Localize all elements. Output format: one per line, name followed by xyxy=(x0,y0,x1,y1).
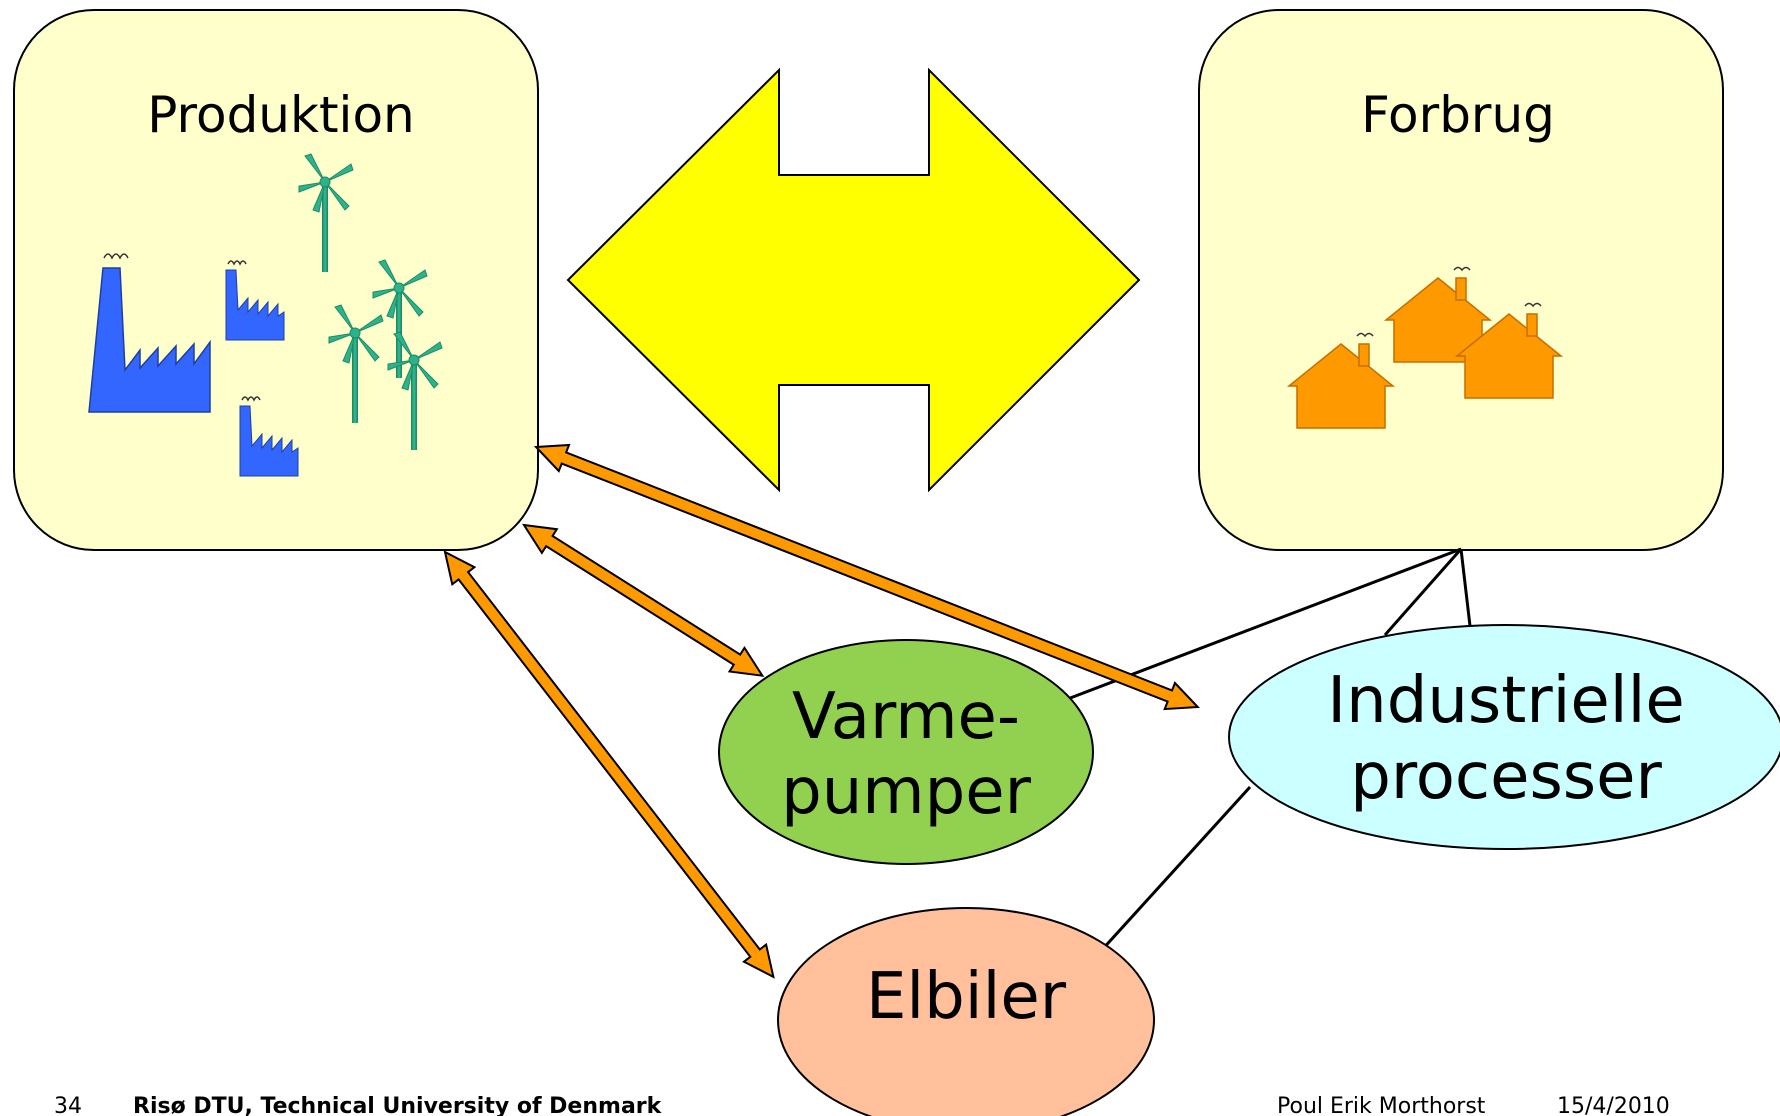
production-box: Produktion xyxy=(13,9,539,551)
factory-icon xyxy=(88,253,211,413)
node-heat-pumps: Varme- pumper xyxy=(718,639,1094,865)
node-industrial-line2: processer xyxy=(1350,740,1662,814)
exchange-arrow xyxy=(566,67,1141,493)
node-heat-pumps-line1: Varme- xyxy=(792,680,1020,754)
node-industrial: Industrielle processer xyxy=(1228,624,1780,850)
date: 15/4/2010 xyxy=(1557,1094,1670,1116)
node-ev: Elbiler xyxy=(777,907,1155,1116)
author: Poul Erik Morthorst xyxy=(1277,1094,1486,1116)
flow-arrows xyxy=(443,443,1200,979)
arrow-production-industrial xyxy=(533,443,1200,711)
footer: 34 Risø DTU, Technical University of Den… xyxy=(54,1094,1670,1116)
arrow-production-ev xyxy=(443,550,775,979)
node-heat-pumps-line2: pumper xyxy=(781,755,1032,829)
consumption-box: Forbrug xyxy=(1198,9,1724,551)
node-industrial-line1: Industrielle xyxy=(1327,664,1684,738)
production-title: Produktion xyxy=(147,86,414,144)
node-ev-label: Elbiler xyxy=(866,960,1067,1034)
organization: Risø DTU, Technical University of Denmar… xyxy=(133,1094,663,1116)
slide-number: 34 xyxy=(54,1094,82,1116)
arrow-production-heatpumps xyxy=(522,523,765,677)
consumption-title: Forbrug xyxy=(1361,86,1555,144)
